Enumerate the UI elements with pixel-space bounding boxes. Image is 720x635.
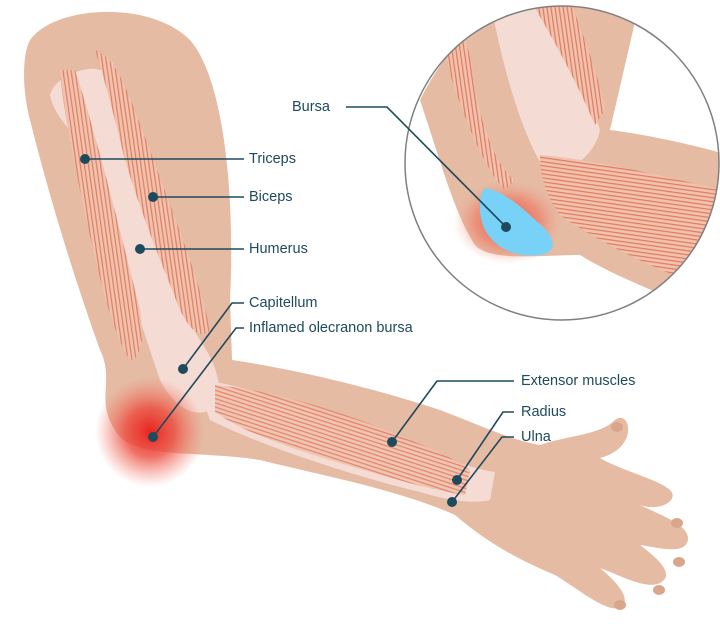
extensor-muscles — [215, 385, 470, 495]
marker-dots — [80, 154, 511, 507]
label-triceps: Triceps — [249, 151, 296, 167]
inflammation-glow — [95, 377, 205, 487]
nail — [614, 600, 626, 610]
inset-magnified-elbow — [404, 5, 720, 321]
nail — [671, 518, 683, 528]
ulna-marker — [447, 497, 457, 507]
bursa-marker — [501, 222, 511, 232]
label-bursa: Bursa — [292, 99, 330, 115]
radius-marker — [452, 475, 462, 485]
capitellum-marker — [178, 364, 188, 374]
label-humerus: Humerus — [249, 241, 308, 257]
label-inflamed-olecranon-bursa: Inflamed olecranon bursa — [249, 320, 413, 336]
triceps-muscle — [60, 70, 142, 360]
thumb-nail — [611, 422, 623, 432]
skin-silhouette — [24, 11, 689, 609]
biceps-marker — [148, 192, 158, 202]
inflamed-bursa-marker — [148, 432, 158, 442]
label-capitellum: Capitellum — [249, 295, 318, 311]
label-extensor-muscles: Extensor muscles — [521, 373, 636, 389]
label-ulna: Ulna — [521, 429, 551, 445]
label-biceps: Biceps — [249, 189, 293, 205]
label-radius: Radius — [521, 404, 567, 420]
humerus-marker — [135, 244, 145, 254]
leader-lines — [85, 106, 514, 503]
nail — [673, 557, 685, 567]
main-arm — [24, 11, 689, 610]
nail — [653, 585, 665, 595]
biceps-muscle — [95, 50, 210, 334]
bursa-sac — [479, 188, 553, 256]
triceps-marker — [80, 154, 90, 164]
inset-border — [404, 5, 720, 321]
extensor-marker — [387, 437, 397, 447]
